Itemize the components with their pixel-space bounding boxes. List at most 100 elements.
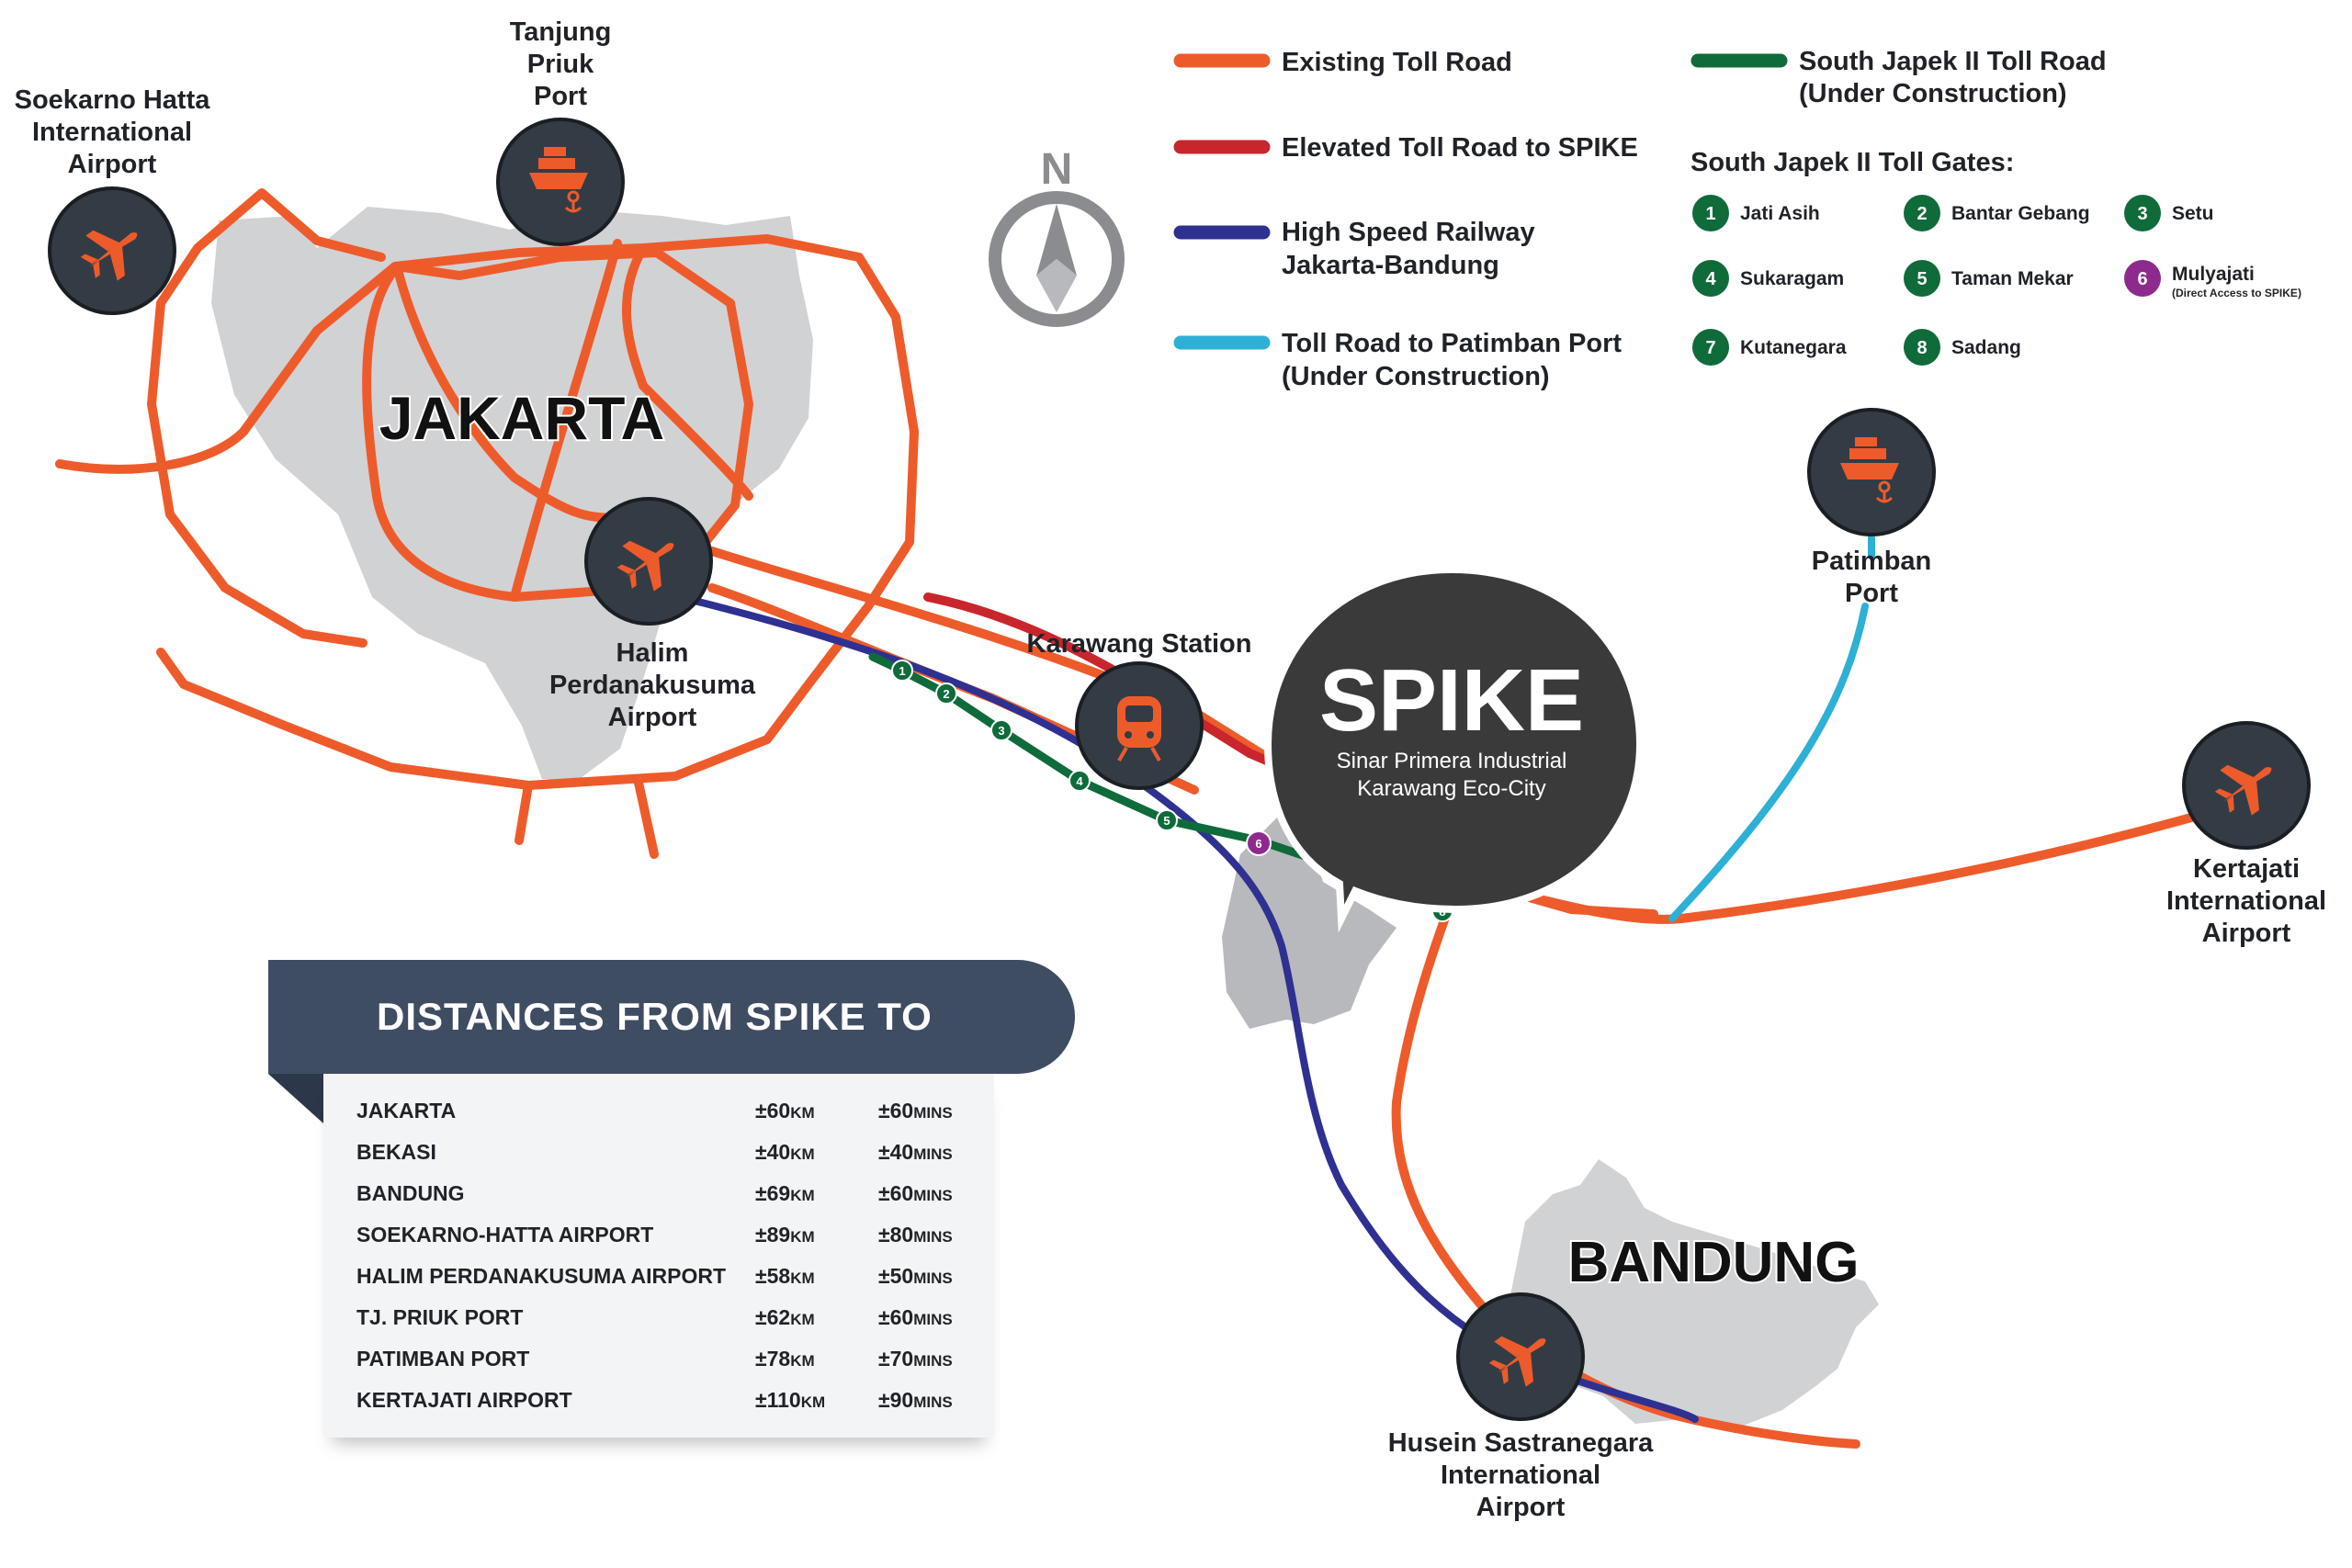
distance-km-unit: KM [790, 1228, 815, 1246]
legend-elevated-toll-label: Elevated Toll Road to SPIKE [1282, 133, 1638, 163]
map-legend: Existing Toll Road Elevated Toll Road to… [1173, 47, 2301, 391]
karawang-station-label: Karawang Station [1027, 629, 1252, 659]
distance-mins-unit: MINS [913, 1311, 953, 1328]
spike-subtitle-line: Karawang Eco-City [1357, 776, 1545, 801]
toll-gate-marker-1 [891, 660, 913, 682]
toll-gate-marker-number: 2 [943, 687, 949, 701]
toll-gate-name: Jati Asih [1740, 203, 1820, 224]
label-line: Airport [1476, 1493, 1566, 1522]
distance-row: BANDUNG ±69KM ±60MINS [323, 1173, 994, 1214]
distance-km-unit: KM [790, 1104, 815, 1122]
toll-gate-badge-5 [1904, 260, 1940, 297]
label-line: Patimban [1812, 547, 1932, 576]
distance-mins-unit: MINS [913, 1104, 953, 1122]
distance-destination: BEKASI [356, 1140, 436, 1164]
distance-km: ±60KM [755, 1099, 815, 1122]
toll-gate-marker-5 [1156, 809, 1178, 831]
toll-gate-marker-number: 3 [998, 724, 1004, 738]
distance-destination: HALIM PERDANAKUSUMA AIRPORT [356, 1264, 727, 1288]
toll-gate-name: Bantar Gebang [1951, 203, 2090, 224]
kertajati-airport-icon [2182, 721, 2311, 850]
label-line: Priuk [527, 50, 594, 79]
distance-mins-unit: MINS [913, 1145, 953, 1163]
distance-km: ±58KM [755, 1264, 815, 1288]
jakarta-region [211, 207, 813, 781]
distance-km-unit: KM [800, 1393, 826, 1411]
distance-mins: ±60MINS [878, 1305, 953, 1329]
label-line: Port [534, 82, 587, 111]
distance-destination: JAKARTA [356, 1099, 457, 1122]
toll-gate-marker-number: 5 [1163, 814, 1170, 828]
distance-mins-unit: MINS [913, 1187, 953, 1204]
distance-mins-unit: MINS [913, 1352, 953, 1370]
distance-row: JAKARTA ±60KM ±60MINS [323, 1090, 994, 1132]
toll-gate-badge-6 [2124, 260, 2161, 297]
label-line: Port [1845, 579, 1898, 608]
distance-mins: ±90MINS [878, 1388, 953, 1412]
toll-gate-badge-number: 2 [1917, 204, 1927, 224]
label-line: International [32, 118, 192, 147]
toll-gate-badge-8 [1904, 329, 1940, 366]
distance-mins-unit: MINS [913, 1228, 953, 1246]
halim-label: Halim Perdanakusuma Airport [549, 638, 756, 732]
distance-mins: ±60MINS [878, 1181, 953, 1205]
label-line: Kertajati [2193, 854, 2300, 884]
label-line: Halim [616, 638, 689, 668]
toll-gate-name: Sukaragam [1740, 268, 1844, 289]
distance-mins-unit: MINS [913, 1393, 953, 1411]
distance-km: ±78KM [755, 1347, 815, 1371]
toll-road-south-spurs [514, 778, 659, 859]
distance-mins: ±80MINS [878, 1223, 953, 1247]
toll-gate-badge-3 [2124, 195, 2161, 231]
toll-road-radial-west [392, 262, 648, 523]
spike-callout: SPIKE Sinar Primera Industrial Karawang … [1263, 565, 1645, 933]
label-line: Soekarno Hatta [15, 85, 211, 115]
jakarta-city-label: JAKARTA [379, 384, 664, 452]
toll-road-outer-ring [55, 234, 919, 790]
compass-north-label: N [1041, 145, 1073, 194]
distance-mins: ±70MINS [878, 1347, 953, 1371]
distance-km-unit: KM [790, 1352, 815, 1370]
legend-patimban-road-label: Toll Road to Patimban Port [1282, 329, 1622, 358]
spike-subtitle-line: Sinar Primera Industrial [1337, 749, 1567, 773]
distance-destination: PATIMBAN PORT [356, 1347, 530, 1371]
distance-km-unit: KM [790, 1311, 815, 1328]
toll-gate-badge-number: 6 [2137, 269, 2147, 289]
distance-destination: BANDUNG [356, 1181, 465, 1205]
toll-gate-marker-6 [1246, 830, 1272, 856]
toll-gate-marker-number: 4 [1076, 774, 1083, 788]
label-line: Airport [68, 150, 157, 179]
toll-gate-badge-7 [1692, 329, 1729, 366]
label-line: Airport [2202, 919, 2291, 948]
toll-gate-marker-number: 6 [1255, 837, 1261, 851]
distance-destination: KERTAJATI AIRPORT [356, 1388, 572, 1412]
toll-gate-badge-1 [1692, 195, 1729, 231]
distances-header: DISTANCES FROM SPIKE TO [268, 960, 1075, 1074]
toll-gate-badge-number: 1 [1705, 204, 1715, 224]
distance-km: ±69KM [755, 1181, 815, 1205]
distance-mins: ±60MINS [878, 1099, 953, 1122]
distance-km-unit: KM [790, 1269, 815, 1287]
label-line: Perdanakusuma [549, 671, 756, 700]
toll-gate-marker-3 [990, 719, 1012, 741]
distance-mins: ±40MINS [878, 1140, 953, 1164]
toll-gates-title: South Japek II Toll Gates: [1690, 148, 2014, 177]
distance-mins-unit: MINS [913, 1269, 953, 1287]
legend-railway-label: Jakarta-Bandung [1282, 251, 1499, 280]
distance-row: SOEKARNO-HATTA AIRPORT±89KM±80MINS [323, 1214, 994, 1256]
toll-gate-badge-number: 7 [1705, 338, 1715, 358]
legend-patimban-road-label: (Under Construction) [1282, 362, 1550, 391]
legend-south-japek-label: South Japek II Toll Road [1799, 47, 2107, 76]
toll-gate-badge-number: 8 [1917, 338, 1927, 358]
distance-row: BEKASI±40KM±40MINS [323, 1132, 994, 1173]
distances-title: DISTANCES FROM SPIKE TO [377, 995, 933, 1038]
halim-airport-icon [584, 497, 713, 626]
toll-gate-marker-2 [935, 682, 957, 705]
legend-south-japek-label: (Under Construction) [1799, 79, 2067, 108]
spike-area [1222, 818, 1396, 1029]
soekarno-hatta-airport-icon [48, 186, 176, 315]
compass: N [989, 145, 1125, 327]
toll-gate-badge-4 [1692, 260, 1729, 297]
